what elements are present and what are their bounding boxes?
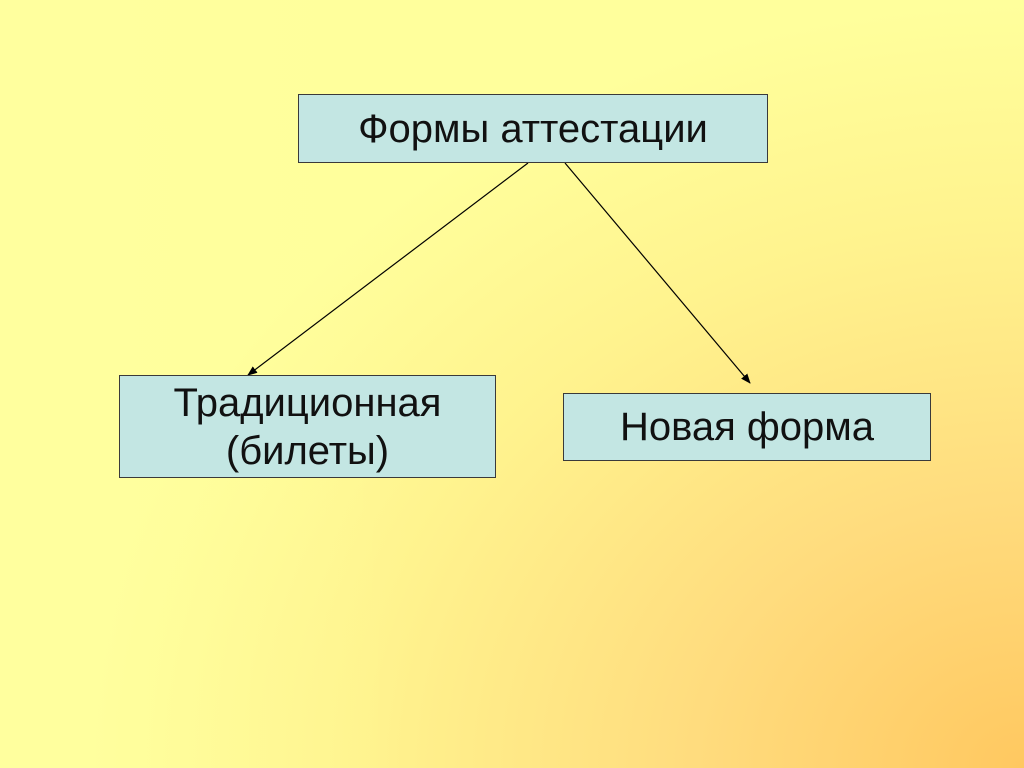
root-node-label: Формы аттестации <box>358 106 708 151</box>
traditional-node: Традиционная (билеты) <box>119 375 496 478</box>
root-node: Формы аттестации <box>298 94 768 163</box>
arrow-to-traditional <box>247 162 529 376</box>
traditional-node-label: Традиционная (билеты) <box>173 380 442 473</box>
arrow-to-new-form <box>564 162 751 384</box>
new-form-node-label: Новая форма <box>619 405 875 449</box>
new-form-node: Новая форма <box>563 393 931 461</box>
